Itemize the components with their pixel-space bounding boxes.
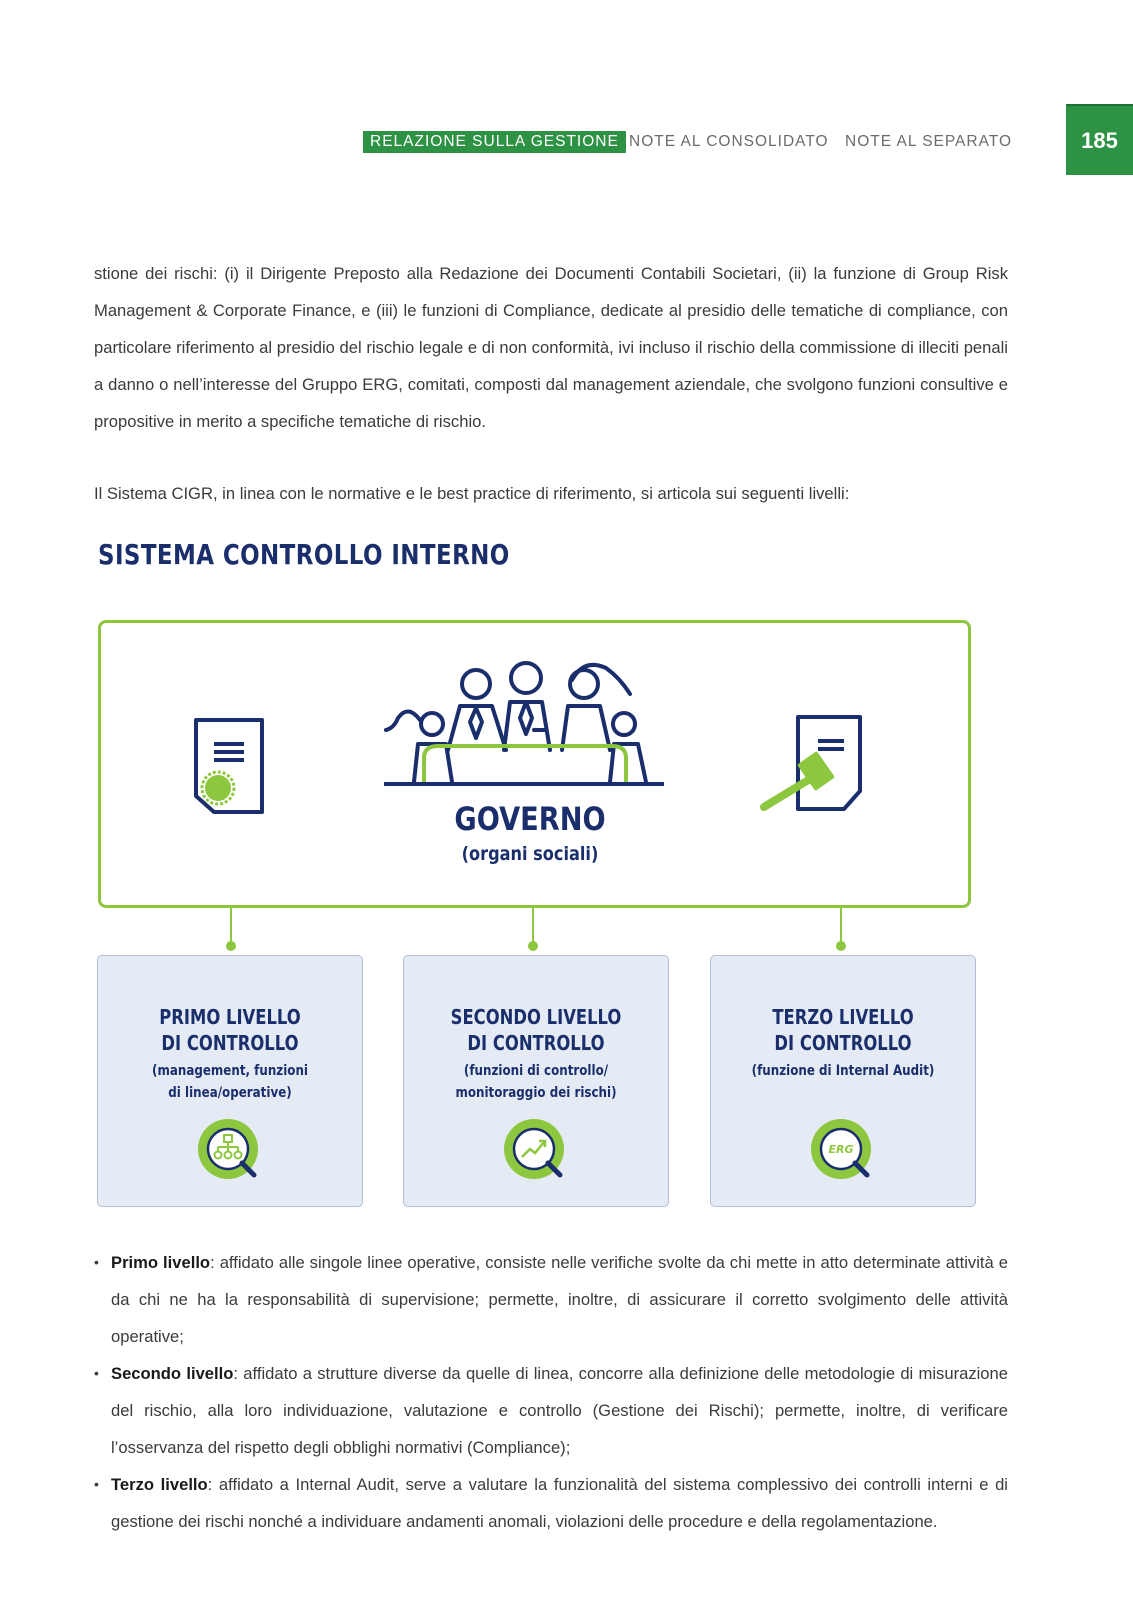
- list-item: Primo livello: affidato alle singole lin…: [94, 1244, 1008, 1355]
- level-subtitle: (funzione di Internal Audit): [751, 1063, 935, 1079]
- page-number: 185: [1066, 104, 1133, 175]
- bullet-term: Terzo livello: [111, 1475, 208, 1494]
- nav-note-al-separato[interactable]: NOTE AL SEPARATO: [845, 133, 1013, 150]
- erg-logo-text: ERG: [828, 1143, 853, 1156]
- level-title: TERZO LIVELLO DI CONTROLLO: [772, 1005, 914, 1055]
- governance-title: GOVERNO: [454, 800, 606, 838]
- connector-dot-2: [528, 941, 538, 951]
- levels-bullet-list: Primo livello: affidato alle singole lin…: [94, 1244, 1008, 1540]
- trend-magnifier-icon: [504, 1119, 564, 1179]
- document-gavel-icon: [760, 715, 862, 811]
- level-box-primo: PRIMO LIVELLO DI CONTROLLO (management, …: [97, 955, 363, 1207]
- level-box-secondo: SECONDO LIVELLO DI CONTROLLO (funzioni d…: [403, 955, 669, 1207]
- bullet-text: : affidato a strutture diverse da quelle…: [111, 1364, 1008, 1457]
- bullet-term: Secondo livello: [111, 1364, 234, 1383]
- certificate-document-icon: [194, 718, 264, 814]
- erg-magnifier-icon: ERG: [811, 1119, 871, 1179]
- connector-line-2: [532, 908, 534, 946]
- level-title: SECONDO LIVELLO DI CONTROLLO: [450, 1005, 622, 1055]
- board-members-icon: [384, 661, 664, 786]
- level-title: PRIMO LIVELLO DI CONTROLLO: [159, 1005, 301, 1055]
- connector-line-1: [230, 908, 232, 946]
- list-item: Secondo livello: affidato a strutture di…: [94, 1355, 1008, 1466]
- bullet-term: Primo livello: [111, 1253, 211, 1272]
- connector-dot-3: [836, 941, 846, 951]
- level-box-terzo: TERZO LIVELLO DI CONTROLLO (funzione di …: [710, 955, 976, 1207]
- bullet-text: : affidato a Internal Audit, serve a val…: [111, 1475, 1008, 1531]
- governance-box: [98, 620, 971, 908]
- nav-relazione-sulla-gestione[interactable]: RELAZIONE SULLA GESTIONE: [363, 131, 626, 153]
- level-subtitle: (funzioni di controllo/ monitoraggio dei…: [455, 1063, 617, 1101]
- level-subtitle: (management, funzioni di linea/operative…: [152, 1063, 308, 1101]
- body-paragraph-2: Il Sistema CIGR, in linea con le normati…: [94, 484, 850, 503]
- connector-line-3: [840, 908, 842, 946]
- governance-subtitle: (organi sociali): [461, 843, 599, 865]
- diagram-title: SISTEMA CONTROLLO INTERNO: [98, 538, 510, 571]
- list-item: Terzo livello: affidato a Internal Audit…: [94, 1466, 1008, 1540]
- connector-dot-1: [226, 941, 236, 951]
- nav-note-al-consolidato[interactable]: NOTE AL CONSOLIDATO: [629, 133, 829, 150]
- bullet-text: : affidato alle singole linee operative,…: [111, 1253, 1008, 1346]
- body-paragraph-1: stione dei rischi: (i) il Dirigente Prep…: [94, 264, 1008, 431]
- org-chart-magnifier-icon: [198, 1119, 258, 1179]
